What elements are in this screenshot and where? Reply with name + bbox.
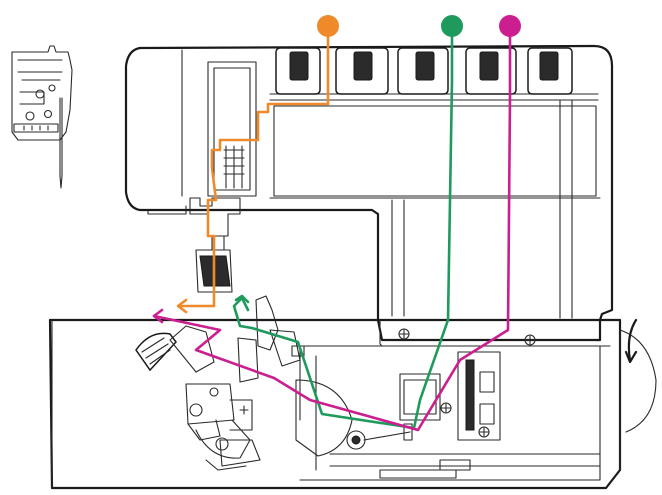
tension-dial-4[interactable] [465,47,517,95]
machine-lower-body [48,318,657,490]
looper-assembly [135,295,413,471]
tension-dial-5[interactable] [527,47,573,95]
orange-dot-icon [317,15,339,37]
green-dot-icon [441,15,463,37]
tension-dial-2[interactable] [335,47,389,95]
thread-magenta [152,28,512,432]
tension-dials [275,47,573,95]
tension-dial-3[interactable] [397,47,449,95]
tension-dial-1[interactable] [275,47,321,95]
machine-upper-body [124,44,614,322]
magenta-dot-icon [499,15,521,37]
needle-inset [11,45,73,189]
thread-green [232,28,454,430]
thread-orange [176,28,330,314]
